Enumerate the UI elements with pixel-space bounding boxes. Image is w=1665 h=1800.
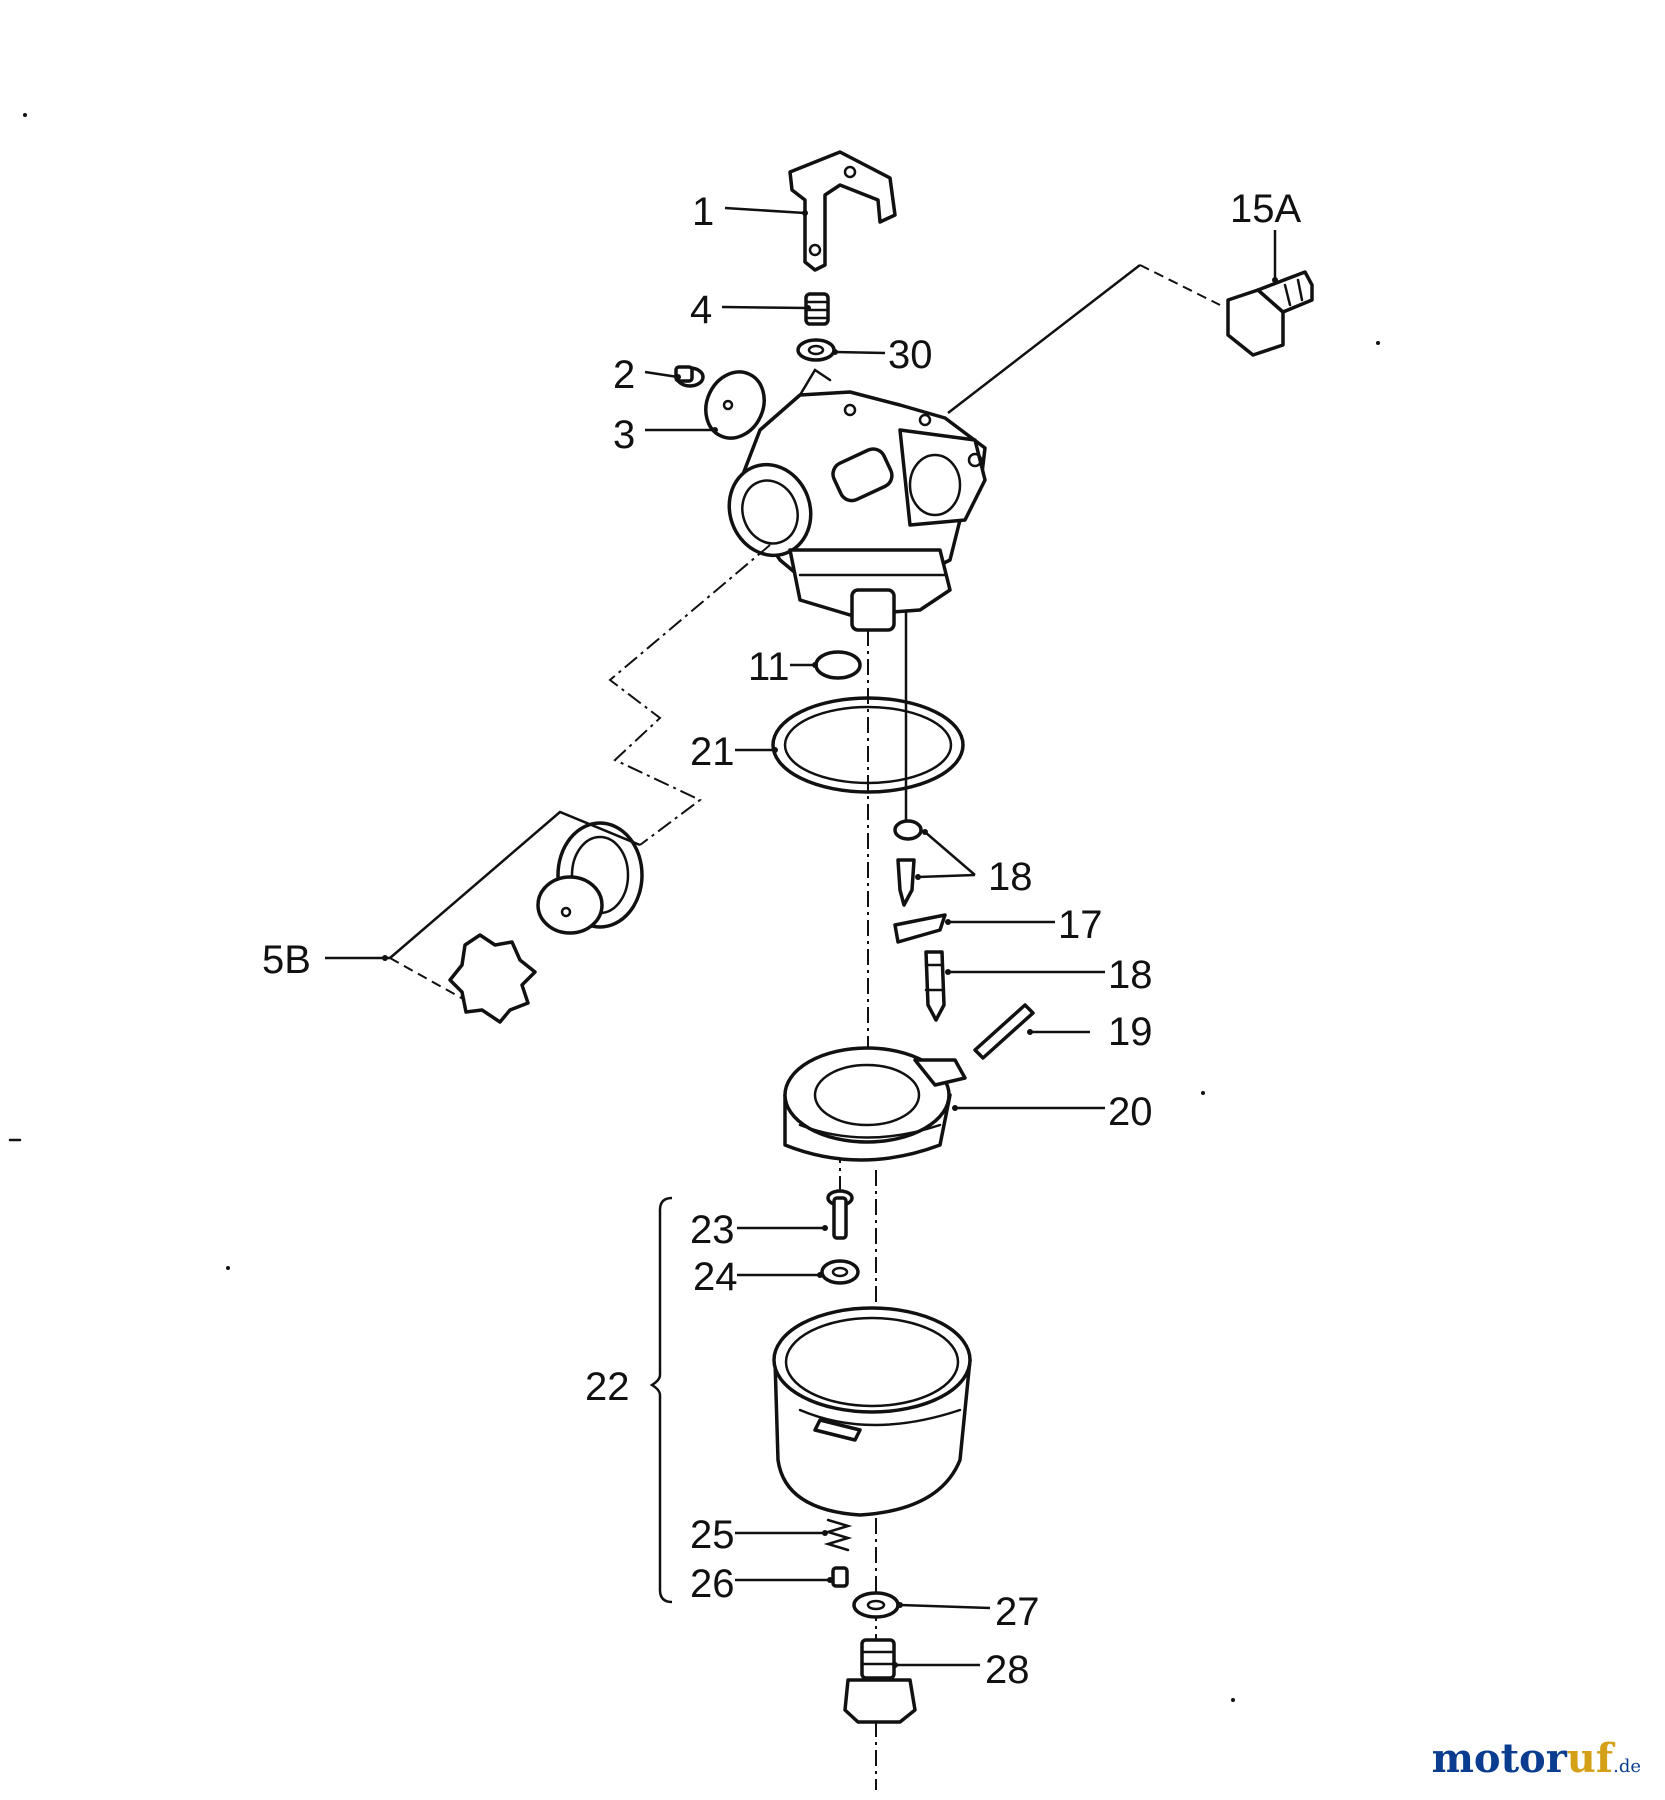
callout-11: 11 (748, 645, 790, 689)
callout-17: 17 (1058, 903, 1103, 947)
callout-24: 24 (693, 1255, 738, 1299)
callout-15a: 15A (1230, 187, 1301, 231)
carburetor-body (727, 368, 987, 632)
callout-28: 28 (985, 1648, 1030, 1692)
part-15a-elbow (1226, 270, 1314, 357)
part-20-float (783, 1046, 967, 1162)
part-30-seal (796, 338, 836, 362)
callout-3: 3 (613, 413, 635, 457)
part-27-washer (852, 1591, 900, 1619)
part-3-plate (704, 370, 766, 440)
part-28-bowl-nut (843, 1638, 917, 1724)
watermark-part-uf: uf (1566, 1735, 1614, 1782)
motoruf-watermark: motoruf.de (1432, 1735, 1641, 1782)
callout-18-lower: 18 (1108, 953, 1153, 997)
callout-27: 27 (995, 1590, 1040, 1634)
callout-5b: 5B (262, 938, 311, 982)
watermark-part-motor: motor (1431, 1735, 1567, 1782)
part-26-needle (831, 1566, 849, 1588)
part-18-needle-upper (893, 819, 923, 907)
part-24-washer (820, 1259, 860, 1285)
callout-21: 21 (690, 730, 735, 774)
part-23-bolt (826, 1189, 854, 1240)
part-5b-primer (448, 821, 644, 1024)
leader-lines (325, 206, 1278, 1668)
callout-30: 30 (888, 333, 933, 377)
part-22-float-bowl (772, 1306, 972, 1517)
callout-26: 26 (690, 1562, 735, 1606)
callout-23: 23 (690, 1208, 735, 1252)
callout-22: 22 (585, 1365, 630, 1409)
watermark-part-de: .de (1613, 1756, 1641, 1777)
callout-18-upper: 18 (988, 855, 1033, 899)
callout-4: 4 (690, 288, 712, 332)
part-17-clip (893, 913, 947, 944)
callout-19: 19 (1108, 1010, 1153, 1054)
callout-25: 25 (690, 1513, 735, 1557)
callout-1: 1 (692, 190, 714, 234)
callout-2: 2 (613, 353, 635, 397)
part-25-spring (823, 1518, 853, 1552)
part-19-pin (973, 1003, 1035, 1060)
callout-20: 20 (1108, 1090, 1153, 1134)
part-18-needle-lower (924, 950, 946, 1022)
part-11-disc (814, 650, 862, 680)
